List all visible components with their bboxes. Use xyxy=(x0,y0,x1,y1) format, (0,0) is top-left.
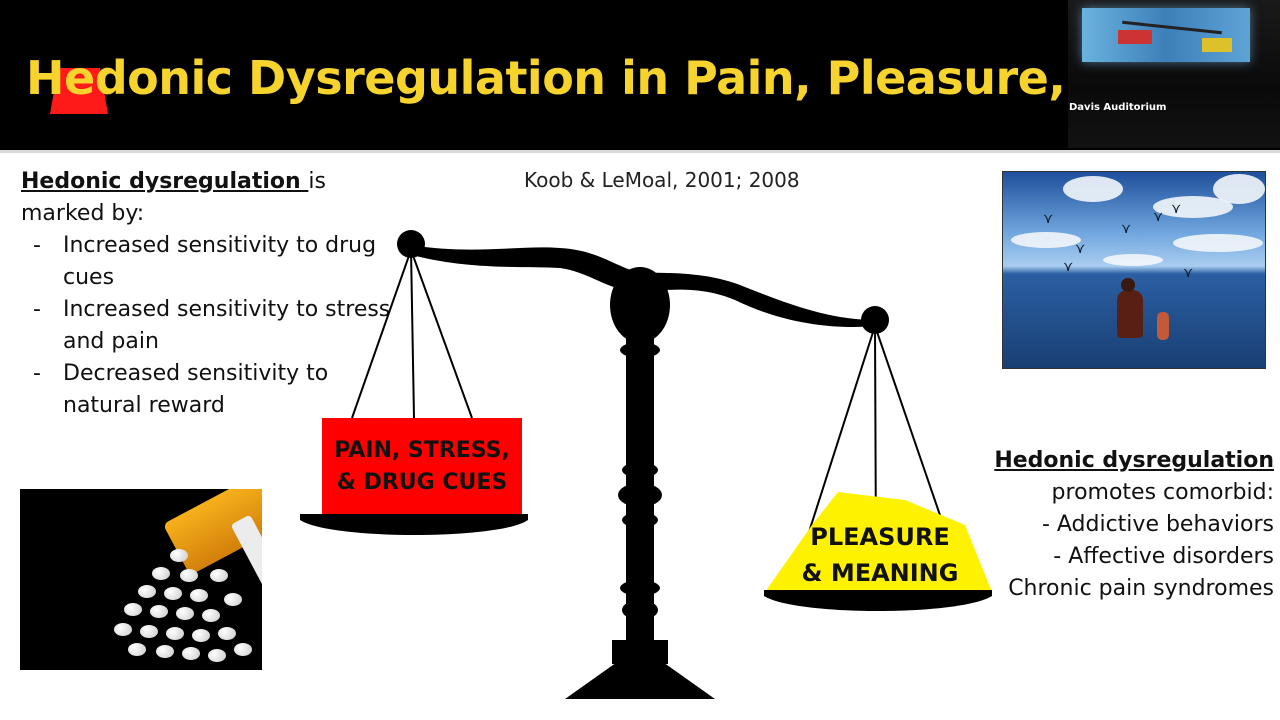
right-pan-label: PLEASURE & MEANING xyxy=(801,523,959,587)
projector-screen-thumbnail xyxy=(1082,8,1250,62)
title-divider xyxy=(0,150,1280,153)
scale-base xyxy=(565,660,715,699)
right-pan xyxy=(764,590,992,611)
citation: Koob & LeMoal, 2001; 2008 xyxy=(524,168,800,192)
left-bullet-list: -Increased sensitivity to drug cues -Inc… xyxy=(21,230,411,422)
left-lead-strong: Hedonic dysregulation xyxy=(21,169,309,194)
video-pip-thumbnail xyxy=(1068,0,1280,148)
laser-pointer-marker xyxy=(50,68,108,114)
scale-beam xyxy=(412,245,876,327)
list-item: Chronic pain syndromes xyxy=(1008,576,1274,601)
left-text-block: Hedonic dysregulation is marked by: -Inc… xyxy=(21,166,411,422)
beach-photo: ⋎ ⋎ ⋎ ⋎ ⋎ ⋎ ⋎ xyxy=(1002,171,1266,369)
list-item: -Decreased sensitivity to natural reward xyxy=(33,361,329,418)
right-heading: Hedonic dysregulation xyxy=(994,448,1274,473)
pleasure-meaning-block xyxy=(765,492,992,592)
list-item: - Addictive behaviors xyxy=(1041,512,1274,537)
list-item: - Affective disorders xyxy=(1053,544,1274,569)
slide-title: Hedonic Dysregulation in Pain, Pleasure,… xyxy=(26,51,1068,105)
pills-photo xyxy=(20,489,262,670)
left-pan xyxy=(300,514,528,535)
list-item: -Increased sensitivity to drug cues xyxy=(33,233,377,290)
slide-title-bar: Hedonic Dysregulation in Pain, Pleasure,… xyxy=(0,0,1280,150)
list-item: -Increased sensitivity to stress and pai… xyxy=(33,297,391,354)
pain-stress-block xyxy=(322,418,522,518)
right-line: promotes comorbid: xyxy=(1051,480,1274,505)
room-label: Davis Auditorium xyxy=(1069,102,1167,113)
left-lead-rest: is marked by: xyxy=(21,169,326,226)
left-lead: Hedonic dysregulation is marked by: xyxy=(21,166,411,230)
left-pan-label: PAIN, STRESS, & DRUG CUES xyxy=(334,438,510,495)
right-text-block: Hedonic dysregulation promotes comorbid:… xyxy=(980,445,1274,605)
